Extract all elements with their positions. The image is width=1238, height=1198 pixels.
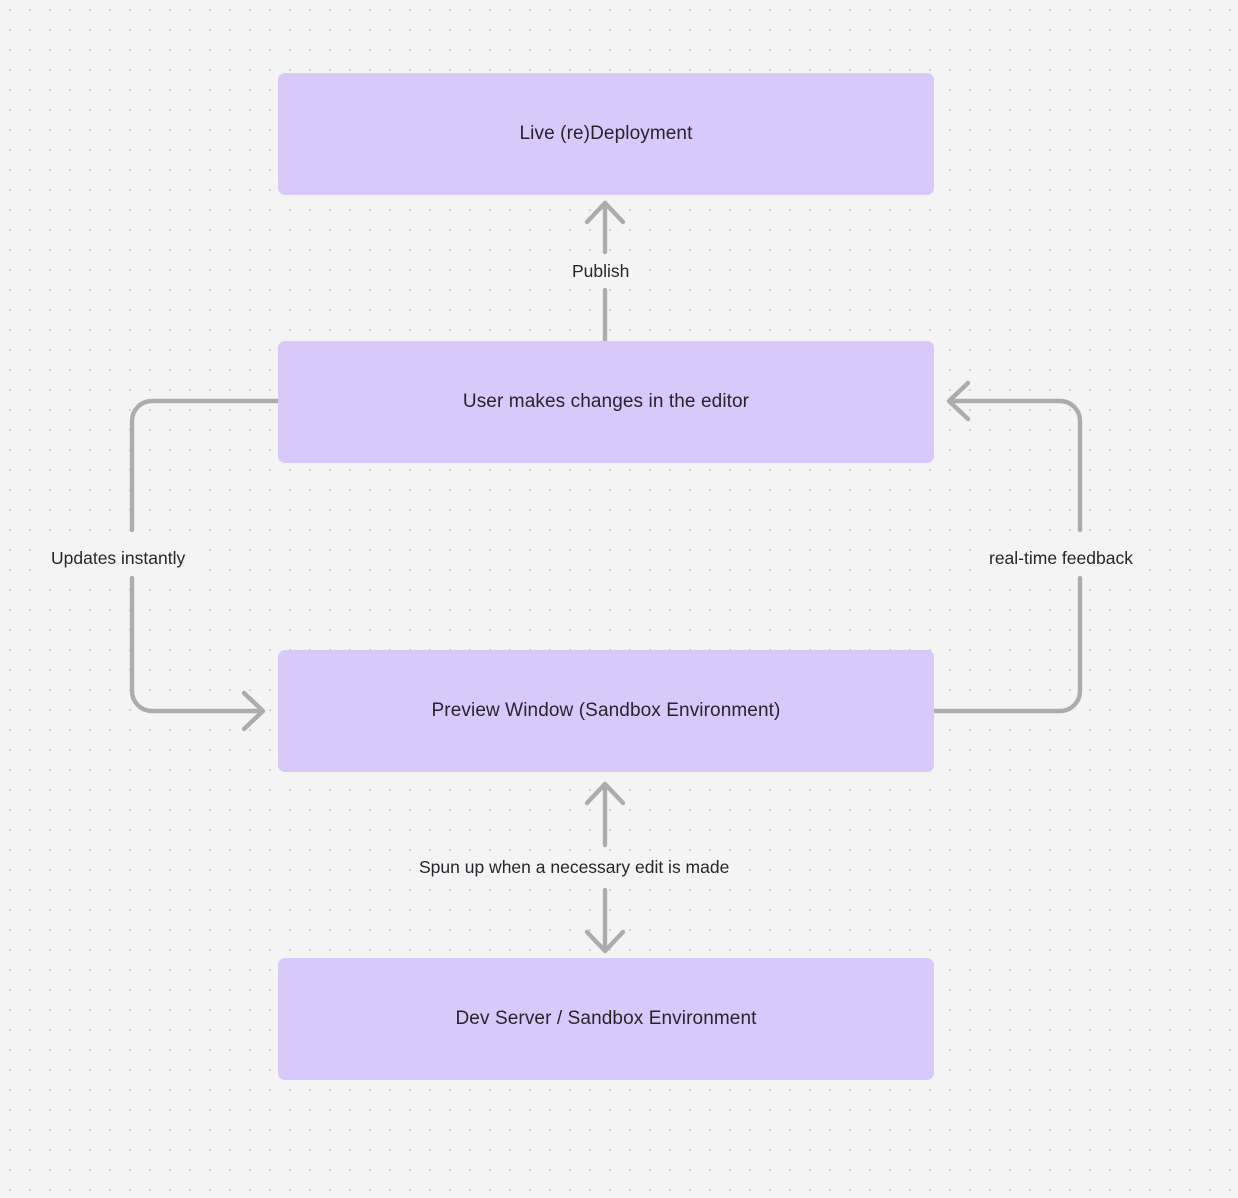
- node-user-edits-label: User makes changes in the editor: [462, 391, 750, 413]
- node-live-deployment[interactable]: Live (re)Deployment: [278, 73, 934, 195]
- connector-real-time-feedback-lower-segment: [931, 575, 1083, 714]
- edge-label-updates-instantly: Updates instantly: [44, 545, 193, 572]
- connector-real-time-feedback-upper-segment: [947, 398, 1083, 533]
- node-dev-server-label: Dev Server / Sandbox Environment: [455, 1008, 757, 1030]
- node-user-edits[interactable]: User makes changes in the editor: [278, 341, 934, 463]
- node-dev-server[interactable]: Dev Server / Sandbox Environment: [278, 958, 934, 1080]
- connector-updates-instantly-upper-segment: [129, 398, 281, 533]
- connector-real-time-feedback-arrowhead: [946, 380, 971, 422]
- connector-spun-up-arrowhead-up: [584, 781, 626, 806]
- connector-updates-instantly-lower-segment: [129, 575, 265, 714]
- edge-label-spun-up: Spun up when a necessary edit is made: [412, 854, 737, 881]
- edge-label-real-time-feedback: real-time feedback: [982, 545, 1140, 572]
- node-live-deployment-label: Live (re)Deployment: [519, 123, 693, 145]
- connector-publish-arrowhead: [584, 200, 626, 225]
- connector-updates-instantly-arrowhead: [241, 690, 266, 732]
- connector-spun-up-arrowhead-down: [584, 929, 626, 954]
- edge-label-publish: Publish: [565, 258, 637, 285]
- node-preview-window-label: Preview Window (Sandbox Environment): [431, 700, 781, 722]
- node-preview-window[interactable]: Preview Window (Sandbox Environment): [278, 650, 934, 772]
